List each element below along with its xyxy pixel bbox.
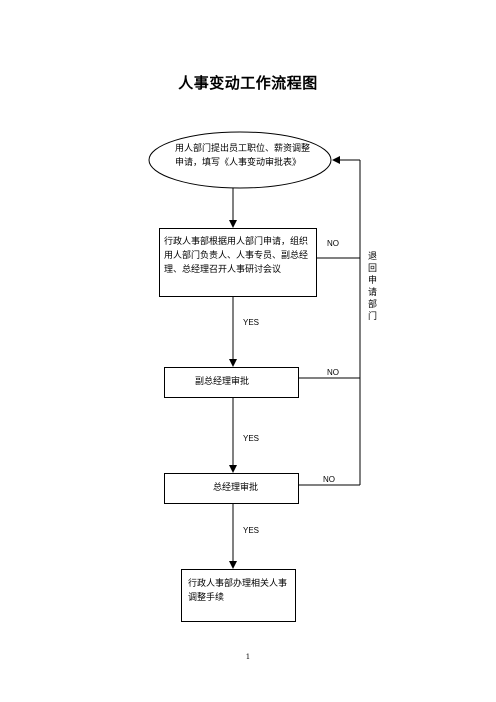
yes-label-3: YES — [243, 526, 260, 535]
no-label-1: NO — [327, 239, 339, 248]
vp-approval-text: 副总经理审批 — [195, 377, 250, 387]
meeting-node: 行政人事部根据用人部门申请，组织用人部门负责人、人事专员、副总经理、总经理召开人… — [159, 228, 317, 297]
finish-node-text: 行政人事部办理相关人事调整手续 — [188, 579, 288, 603]
finish-node: 行政人事部办理相关人事调整手续 — [181, 569, 296, 622]
no-label-3: NO — [323, 475, 335, 484]
no-label-2: NO — [327, 368, 339, 377]
page-title: 人事变动工作流程图 — [178, 74, 318, 92]
vp-approval-node: 副总经理审批 — [164, 367, 299, 398]
start-node-text: 用人部门提出员工职位、薪资调整申请，填写《人事变动审批表》 — [175, 144, 311, 168]
gm-approval-text: 总经理审批 — [213, 483, 259, 493]
yes-label-1: YES — [243, 318, 260, 327]
yes-label-2: YES — [243, 434, 260, 443]
start-oval-shape — [148, 131, 332, 189]
gm-approval-node: 总经理审批 — [164, 473, 299, 504]
return-to-dept-label: 退回申请部门 — [366, 251, 376, 323]
start-node: 用人部门提出员工职位、薪资调整申请，填写《人事变动审批表》 — [149, 132, 331, 188]
meeting-node-text: 行政人事部根据用人部门申请，组织用人部门负责人、人事专员、副总经理、总经理召开人… — [164, 237, 309, 275]
page-number: 1 — [245, 653, 251, 661]
